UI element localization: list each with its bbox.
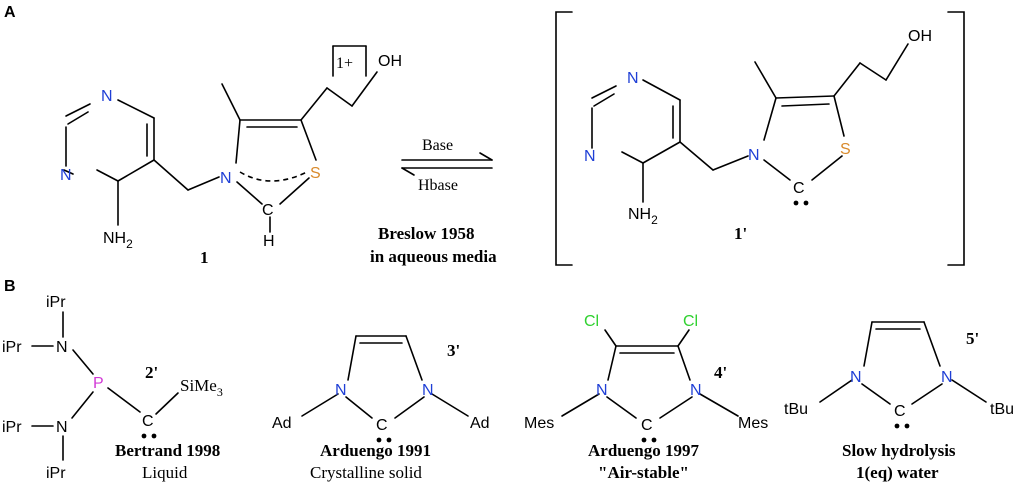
compound-4p-caption-subtitle: "Air-stable" bbox=[598, 463, 689, 482]
compound-1p-n-left: N bbox=[584, 148, 596, 165]
compound-4p-number: 4' bbox=[714, 363, 727, 382]
compound-2p-c: C bbox=[142, 413, 154, 430]
breslow-caption-line2: in aqueous media bbox=[370, 247, 497, 266]
panel-a-label: A bbox=[4, 4, 16, 21]
compound-1-pyrimidine-ring bbox=[63, 99, 155, 226]
compound-1p-c: C bbox=[793, 180, 805, 197]
compound-2p-ipr1: iPr bbox=[46, 294, 66, 311]
equilibrium-forward-label: Base bbox=[422, 137, 453, 154]
compound-1: N N NH2 N S C H OH bbox=[60, 45, 402, 267]
compound-2p-number: 2' bbox=[145, 363, 158, 382]
bracket bbox=[555, 11, 965, 266]
compound-4p-n1: N bbox=[596, 382, 608, 399]
compound-4p-caption-title: Arduengo 1997 bbox=[588, 441, 699, 460]
equilibrium-reverse-label: Hbase bbox=[418, 177, 458, 194]
compound-2p-ipr2: iPr bbox=[2, 339, 22, 356]
equilibrium: Base Hbase Breslow 1958 in aqueous media bbox=[370, 137, 497, 266]
compound-1p-lone-pair bbox=[793, 200, 809, 206]
compound-4p-cl1: Cl bbox=[584, 313, 599, 330]
compound-2p-p: P bbox=[93, 375, 104, 392]
compound-4p-mes-right: Mes bbox=[738, 415, 768, 432]
compound-3p-caption-title: Arduengo 1991 bbox=[320, 441, 431, 460]
compound-1-number: 1 bbox=[200, 248, 209, 267]
compound-3p-number: 3' bbox=[447, 341, 460, 360]
compound-3p-imidazolylidene-ring bbox=[301, 335, 469, 419]
compound-2p-simes: SiMe3 bbox=[180, 376, 223, 399]
compound-1p-number: 1' bbox=[734, 224, 747, 243]
compound-4p-n2: N bbox=[690, 382, 702, 399]
compound-3p-ad-left: Ad bbox=[272, 415, 292, 432]
compound-4p-cl2: Cl bbox=[683, 313, 698, 330]
compound-3-prime: N N C Ad Ad 3' Arduengo 1991 Crystalline… bbox=[272, 335, 490, 482]
compound-3p-caption-subtitle: Crystalline solid bbox=[310, 463, 422, 482]
compound-1-n-left: N bbox=[60, 167, 72, 184]
compound-3p-ad-right: Ad bbox=[470, 415, 490, 432]
compound-1-prime: N N NH2 N S C OH 1' bbox=[584, 28, 932, 243]
compound-5p-n2: N bbox=[941, 369, 953, 386]
compound-1p-oh: OH bbox=[908, 28, 932, 45]
compound-3p-lone-pair bbox=[376, 437, 392, 443]
compound-4p-ring bbox=[561, 329, 739, 419]
compound-5-prime: N N C tBu tBu 5' Slow hydrolysis 1(eq) w… bbox=[784, 321, 1014, 482]
compound-1p-thiazolylidene-ring bbox=[754, 43, 909, 181]
compound-2p-n1: N bbox=[56, 339, 68, 356]
compound-1-s: S bbox=[310, 165, 321, 182]
compound-1p-pyrimidine-ring bbox=[591, 79, 681, 203]
compound-1-n-top: N bbox=[101, 88, 113, 105]
compound-5p-lone-pair bbox=[894, 423, 910, 429]
compound-2-prime: iPr iPr N P N iPr iPr C SiMe3 2' Bertran… bbox=[2, 294, 223, 482]
compound-5p-tbu-left: tBu bbox=[784, 401, 808, 418]
compound-5p-ring bbox=[819, 321, 987, 405]
compound-1-h: H bbox=[263, 233, 275, 250]
compound-2p-lone-pair bbox=[141, 433, 157, 439]
compound-1-thiazolium-ring bbox=[221, 71, 378, 233]
compound-5p-number: 5' bbox=[966, 329, 979, 348]
compound-3p-n2: N bbox=[422, 382, 434, 399]
compound-1p-n-top: N bbox=[627, 70, 639, 87]
compound-5p-tbu-right: tBu bbox=[990, 401, 1014, 418]
compound-4p-mes-left: Mes bbox=[524, 415, 554, 432]
compound-1-oh: OH bbox=[378, 53, 402, 70]
compound-5p-caption-title: Slow hydrolysis bbox=[842, 441, 956, 460]
compound-1p-nh2: NH2 bbox=[628, 206, 658, 227]
compound-2p-ipr3: iPr bbox=[2, 419, 22, 436]
panel-b-label: B bbox=[4, 278, 16, 295]
compound-5p-caption-subtitle: 1(eq) water bbox=[856, 463, 939, 482]
compound-1-charge: 1+ bbox=[332, 45, 367, 77]
compound-3p-c: C bbox=[376, 417, 388, 434]
compound-2p-ipr4: iPr bbox=[46, 465, 66, 482]
compound-1-n-ring: N bbox=[220, 170, 232, 187]
compound-5p-n1: N bbox=[850, 369, 862, 386]
compound-1-nh2: NH2 bbox=[103, 230, 133, 251]
compound-3p-n1: N bbox=[335, 382, 347, 399]
compound-1p-s: S bbox=[840, 141, 851, 158]
compound-1p-n-ring: N bbox=[748, 147, 760, 164]
compound-2p-caption-subtitle: Liquid bbox=[142, 463, 188, 482]
compound-2p-caption-title: Bertrand 1998 bbox=[115, 441, 220, 460]
compound-1-c: C bbox=[262, 202, 274, 219]
compound-4p-c: C bbox=[641, 417, 653, 434]
svg-text:1+: 1+ bbox=[336, 55, 353, 72]
compound-4p-lone-pair bbox=[641, 437, 657, 443]
compound-4-prime: Cl Cl N N C Mes Mes 4' Arduengo 1997 "Ai… bbox=[524, 313, 768, 482]
breslow-caption-line1: Breslow 1958 bbox=[378, 224, 475, 243]
compound-5p-c: C bbox=[894, 403, 906, 420]
compound-2p-n2: N bbox=[56, 419, 68, 436]
